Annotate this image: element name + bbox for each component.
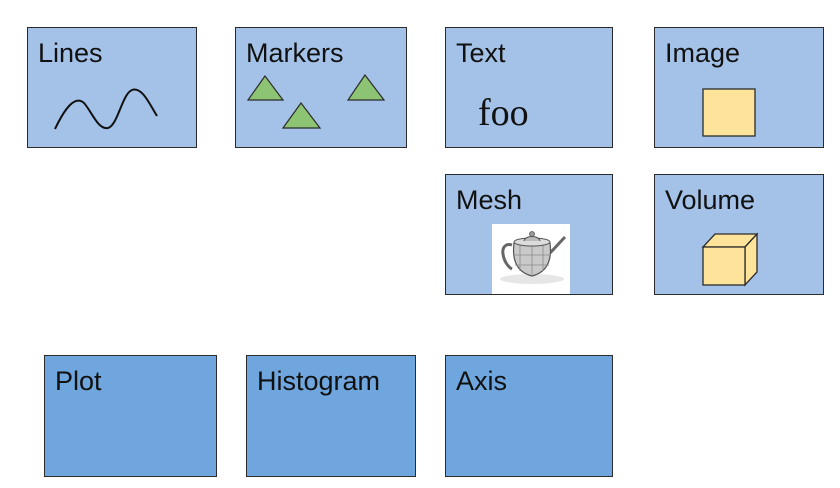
volume-card: Volume	[654, 174, 824, 295]
text-card: Text foo	[445, 27, 613, 148]
markers-card: Markers	[235, 27, 407, 148]
mesh-label: Mesh	[456, 185, 523, 215]
teapot-mesh-icon	[500, 231, 567, 284]
cube-icon	[701, 232, 759, 287]
axis-card: Axis	[445, 355, 613, 477]
image-label: Image	[665, 38, 741, 68]
triangle-markers-icon	[246, 73, 386, 129]
text-label: Text	[456, 38, 506, 68]
plot-card: Plot	[44, 355, 217, 477]
markers-label: Markers	[246, 38, 344, 68]
axis-label: Axis	[456, 366, 508, 396]
image-card: Image	[654, 27, 824, 148]
plot-label: Plot	[55, 366, 102, 396]
lines-label: Lines	[38, 38, 103, 68]
lines-card: Lines	[27, 27, 197, 148]
histogram-card: Histogram	[246, 355, 416, 477]
sample-text: foo	[478, 92, 529, 134]
square-image-icon	[702, 88, 756, 137]
volume-label: Volume	[665, 185, 756, 215]
histogram-label: Histogram	[257, 366, 381, 396]
sine-wave-icon	[54, 88, 158, 130]
mesh-card: Mesh	[445, 174, 613, 295]
